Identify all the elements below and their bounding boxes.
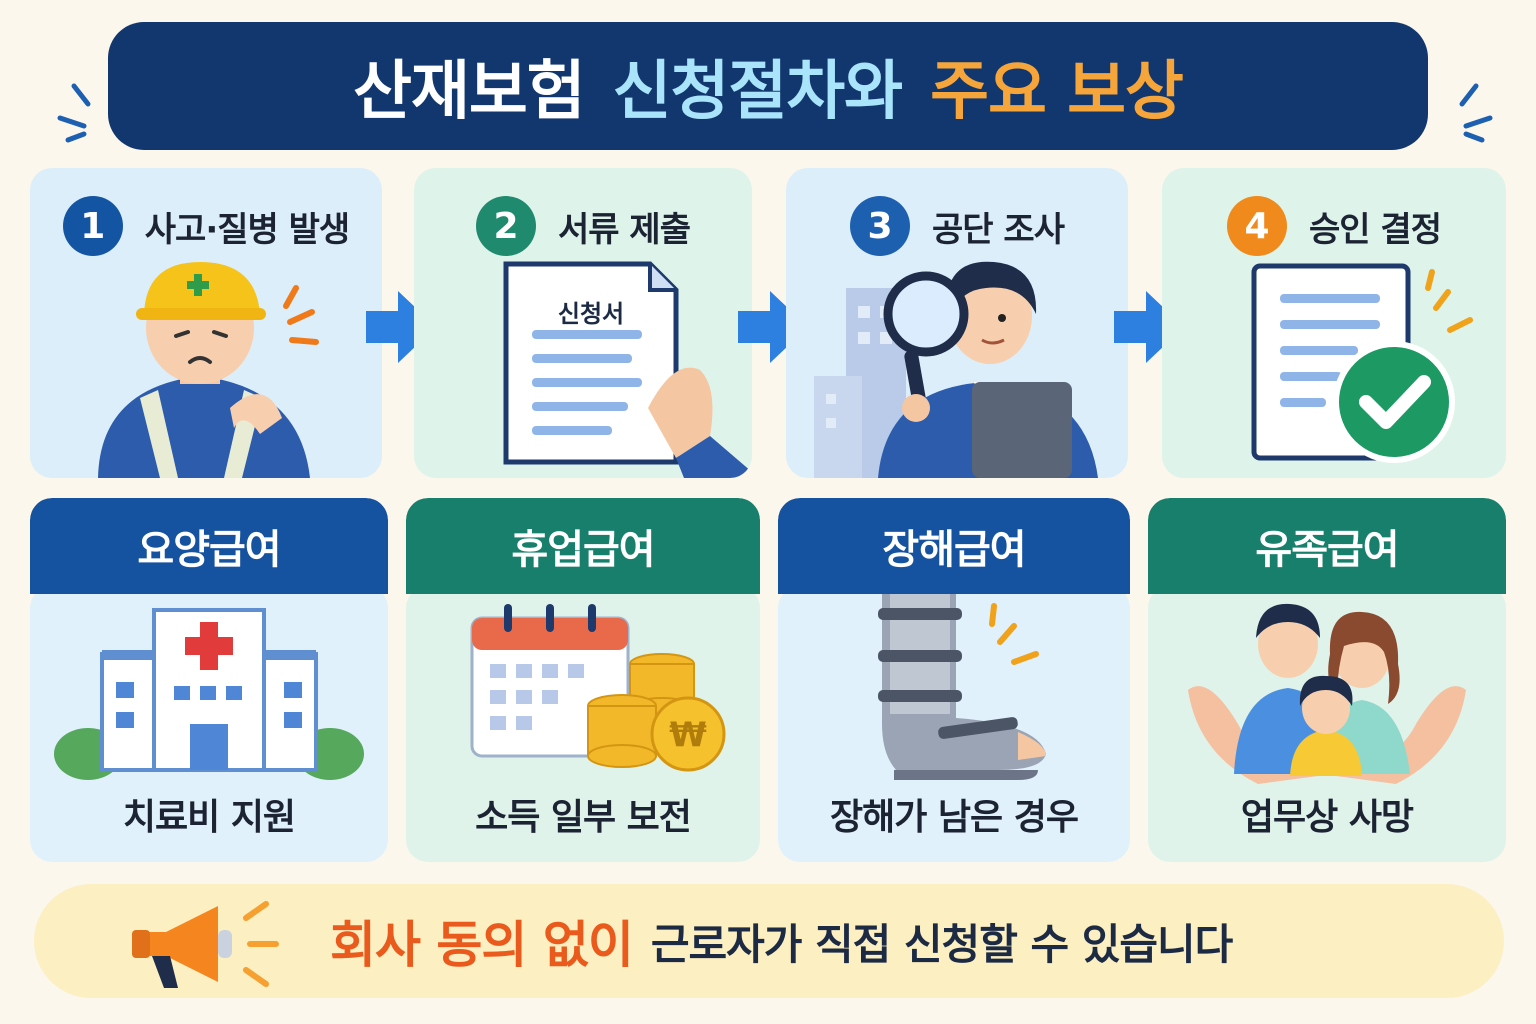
benefit-card-2: 휴업급여 ₩ 소득 일부 보전 — [406, 498, 760, 862]
hospital-icon — [54, 608, 364, 780]
notice-banner: 회사 동의 없이 근로자가 직접 신청할 수 있습니다 — [34, 884, 1504, 998]
left-sparkle-icon — [57, 83, 91, 143]
benefit-3-title: 장해급여 — [778, 498, 1130, 594]
step-2-label: 서류 제출 — [558, 209, 691, 250]
step-1-header: 1 사고·질병 발생 — [30, 196, 382, 256]
svg-text:₩: ₩ — [669, 715, 707, 755]
step-1-label: 사고·질병 발생 — [144, 209, 350, 250]
worker-icon — [98, 262, 319, 478]
application-form-icon — [503, 261, 752, 478]
benefit-1-title: 요양급여 — [30, 498, 388, 594]
step-4-header: 4 승인 결정 — [1162, 196, 1506, 256]
step-3-header: 3 공단 조사 — [786, 196, 1128, 256]
step-3-number: 3 — [850, 196, 911, 256]
benefit-4-title: 유족급여 — [1148, 498, 1506, 594]
megaphone-icon — [132, 901, 279, 988]
benefit-3-caption: 장해가 남은 경우 — [830, 797, 1079, 838]
notice-text: 회사 동의 없이 근로자가 직접 신청할 수 있습니다 — [330, 884, 1233, 998]
title-part-2: 신청절차와 — [612, 55, 903, 129]
benefit-4-caption: 업무상 사망 — [1240, 797, 1414, 838]
benefit-card-1: 요양급여 치료비 지원 — [30, 498, 388, 862]
step-4-number: 4 — [1227, 196, 1288, 256]
arrow-right-icon — [366, 291, 436, 363]
benefit-2-caption: 소득 일부 보전 — [475, 797, 692, 838]
page-title: 산재보험 신청절차와 주요 보상 — [108, 22, 1428, 150]
form-title: 신청서 — [557, 300, 625, 328]
step-3-label: 공단 조사 — [932, 209, 1065, 250]
notice-message: 근로자가 직접 신청할 수 있습니다 — [650, 919, 1233, 969]
arrow-right-icon — [738, 291, 808, 363]
family-hands-icon — [1188, 603, 1466, 784]
benefit-card-3: 장해급여 장해가 남은 경우 — [778, 498, 1130, 862]
approved-document-icon — [1251, 263, 1473, 463]
calendar-coins-icon: ₩ — [470, 604, 726, 772]
title-part-3: 주요 보상 — [930, 55, 1184, 129]
step-card-3: 3 공단 조사 — [786, 168, 1128, 478]
arrow-right-icon — [1114, 291, 1184, 363]
right-sparkle-icon — [1459, 83, 1493, 143]
notice-emphasis: 회사 동의 없이 — [330, 916, 634, 974]
step-card-2: 2 서류 제출 신청서 — [414, 168, 752, 478]
step-4-label: 승인 결정 — [1309, 209, 1442, 250]
step-1-number: 1 — [62, 196, 123, 256]
step-card-4: 4 승인 결정 — [1162, 168, 1506, 478]
benefit-card-4: 유족급여 업무상 사망 — [1148, 498, 1506, 862]
inspector-icon — [814, 261, 1098, 478]
step-2-number: 2 — [476, 196, 537, 256]
step-card-1: 1 사고·질병 발생 — [30, 168, 382, 478]
step-2-header: 2 서류 제출 — [414, 196, 752, 256]
leg-brace-icon — [878, 594, 1046, 780]
benefit-2-title: 휴업급여 — [406, 498, 760, 594]
title-part-1: 산재보험 — [353, 55, 586, 129]
benefit-1-caption: 치료비 지원 — [122, 797, 296, 838]
